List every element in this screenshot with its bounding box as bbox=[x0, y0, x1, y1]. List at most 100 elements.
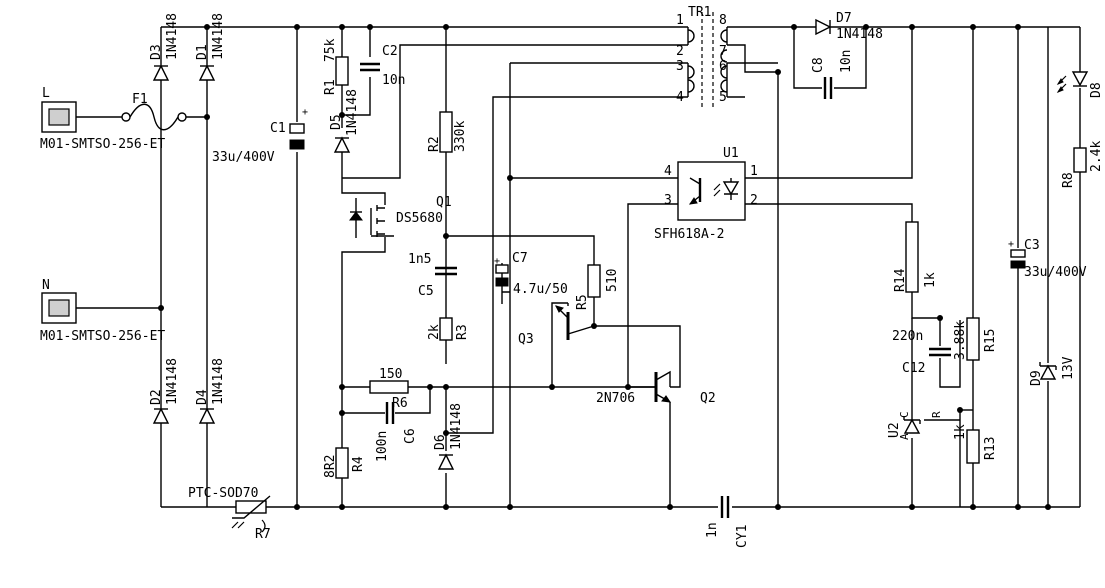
capacitor-c5: 1n5 C5 bbox=[408, 252, 457, 299]
transistor-q1: Q1 DS5680 bbox=[349, 195, 452, 238]
diode-d3-value: 1N4148 bbox=[165, 13, 180, 60]
resistor-r2-value: 330k bbox=[453, 121, 468, 152]
resistor-r13-ref: R13 bbox=[983, 437, 998, 460]
diode-d2: D2 1N4148 bbox=[149, 358, 180, 424]
transistor-q1-ref: Q1 bbox=[436, 195, 452, 210]
resistor-r4-value: 8R2 bbox=[323, 455, 338, 478]
capacitor-c7-plus: + bbox=[494, 256, 500, 267]
connector-l-pin-label: L bbox=[42, 86, 50, 101]
capacitor-c5-ref: C5 bbox=[418, 284, 434, 299]
transistor-q2: 2N706 Q2 bbox=[596, 370, 716, 406]
optocoupler-u1-ref: U1 bbox=[723, 146, 739, 161]
transformer-tr1-pin-7: 7 bbox=[719, 44, 727, 59]
diode-d5-value: 1N4148 bbox=[345, 89, 360, 136]
resistor-r15-value: 3.88k bbox=[953, 321, 968, 360]
resistor-r14: R14 1k bbox=[893, 221, 938, 293]
capacitor-c3-ref: C3 bbox=[1024, 238, 1040, 253]
optocoupler-u1: U1 SFH618A-2 4 3 1 2 bbox=[654, 146, 758, 242]
resistor-r1-value: 75k bbox=[323, 38, 338, 62]
capacitor-c1-plus: + bbox=[302, 107, 308, 118]
capacitor-cy1-value: 1n bbox=[705, 522, 720, 538]
resistor-r2: R2 330k bbox=[427, 111, 468, 153]
capacitor-cy1-ref: CY1 bbox=[735, 525, 750, 548]
capacitor-c6-ref: C6 bbox=[403, 428, 418, 444]
transistor-q3-ref: Q3 bbox=[518, 332, 534, 347]
transistor-q2-ref: Q2 bbox=[700, 391, 716, 406]
transformer-tr1-pin-4: 4 bbox=[676, 90, 684, 105]
resistor-r4-ref: R4 bbox=[351, 456, 366, 472]
diode-d6: D6 1N4148 bbox=[433, 403, 464, 470]
resistor-r2-ref: R2 bbox=[427, 136, 442, 152]
diode-d7-ref: D7 bbox=[836, 11, 852, 26]
resistor-r5: R5 510 bbox=[575, 264, 620, 310]
zener-d9-value: 13V bbox=[1061, 356, 1076, 380]
connector-n: N M01-SMTSO-256-ET bbox=[40, 278, 165, 344]
zener-d9: D9 13V bbox=[1029, 356, 1076, 386]
transformer-tr1-pin-6: 6 bbox=[719, 59, 727, 74]
resistor-r8: R8 2.4k bbox=[1061, 141, 1104, 188]
resistor-r1-ref: R1 bbox=[323, 79, 338, 95]
diode-d4-ref: D4 bbox=[195, 389, 210, 405]
capacitor-c8-ref: C8 bbox=[811, 57, 826, 73]
diode-d4: D4 1N4148 bbox=[195, 358, 226, 424]
resistor-r1: R1 75k bbox=[323, 38, 349, 95]
wires bbox=[76, 26, 1081, 508]
led-d8-ref: D8 bbox=[1089, 82, 1104, 98]
diode-d2-ref: D2 bbox=[149, 389, 164, 405]
capacitor-c12: 220n C12 bbox=[892, 329, 951, 376]
shunt-regulator-u2: U2 A C R bbox=[887, 411, 943, 440]
capacitor-c2-value: 10n bbox=[382, 73, 405, 88]
transistor-q1-value: DS5680 bbox=[396, 211, 443, 226]
capacitor-c1-value: 33u/400V bbox=[212, 150, 275, 165]
capacitor-c3-plus: + bbox=[1008, 239, 1014, 250]
resistor-r13-value: 1k bbox=[953, 424, 968, 440]
resistor-r6-ref: R6 bbox=[392, 396, 408, 411]
capacitor-c5-value: 1n5 bbox=[408, 252, 431, 267]
thermistor-r7: PTC-SOD70 R7 bbox=[188, 486, 271, 542]
thermistor-r7-ref: R7 bbox=[255, 527, 271, 542]
resistor-r13: 1k R13 bbox=[953, 424, 998, 464]
connector-n-part-label: M01-SMTSO-256-ET bbox=[40, 329, 165, 344]
transformer-tr1: TR1 1 2 3 4 8 7 6 5 bbox=[676, 5, 728, 110]
resistor-r14-value: 1k bbox=[923, 272, 938, 288]
capacitor-c1: + C1 33u/400V bbox=[212, 107, 308, 165]
capacitor-c12-value: 220n bbox=[892, 329, 923, 344]
optocoupler-u1-value: SFH618A-2 bbox=[654, 227, 724, 242]
capacitor-c7: + C7 4.7u/50 bbox=[494, 251, 568, 297]
resistor-r5-ref: R5 bbox=[575, 294, 590, 310]
capacitor-c7-ref: C7 bbox=[512, 251, 528, 266]
diode-d1-ref: D1 bbox=[195, 44, 210, 60]
diode-d2-value: 1N4148 bbox=[165, 358, 180, 405]
capacitor-c6: 100n C6 bbox=[375, 402, 418, 462]
diode-d7: D7 1N4148 bbox=[815, 11, 883, 42]
transformer-tr1-pin-1: 1 bbox=[676, 13, 684, 28]
diode-d6-value: 1N4148 bbox=[449, 403, 464, 450]
connector-n-pin-label: N bbox=[42, 278, 50, 293]
diode-d3-ref: D3 bbox=[149, 44, 164, 60]
resistor-r6-value: 150 bbox=[379, 367, 402, 382]
transistor-q3: Q3 bbox=[518, 305, 595, 347]
optocoupler-u1-pin-4: 4 bbox=[664, 164, 672, 179]
diode-d1-value: 1N4148 bbox=[211, 13, 226, 60]
resistor-r8-value: 2.4k bbox=[1089, 141, 1104, 172]
capacitor-c8-value: 10n bbox=[839, 50, 854, 73]
connector-l-part-label: M01-SMTSO-256-ET bbox=[40, 137, 165, 152]
connector-l: L M01-SMTSO-256-ET bbox=[40, 86, 165, 152]
led-d8: D8 bbox=[1056, 71, 1104, 98]
diode-d5-ref: D5 bbox=[329, 114, 344, 130]
zener-d9-ref: D9 bbox=[1029, 370, 1044, 386]
transformer-tr1-pin-8: 8 bbox=[719, 13, 727, 28]
capacitor-c8: C8 10n bbox=[811, 50, 854, 99]
capacitor-c12-ref: C12 bbox=[902, 361, 925, 376]
capacitor-c3-value: 33u/400V bbox=[1024, 265, 1087, 280]
diode-d5: D5 1N4148 bbox=[329, 89, 360, 153]
resistor-r8-ref: R8 bbox=[1061, 172, 1076, 188]
optocoupler-u1-pin-1: 1 bbox=[750, 164, 758, 179]
diode-d7-value: 1N4148 bbox=[836, 27, 883, 42]
capacitor-c3: + C3 33u/400V bbox=[1008, 238, 1087, 280]
optocoupler-u1-pin-2: 2 bbox=[750, 193, 758, 208]
transformer-tr1-pin-2: 2 bbox=[676, 44, 684, 59]
transformer-tr1-pin-3: 3 bbox=[676, 59, 684, 74]
resistor-r15-ref: R15 bbox=[983, 329, 998, 352]
